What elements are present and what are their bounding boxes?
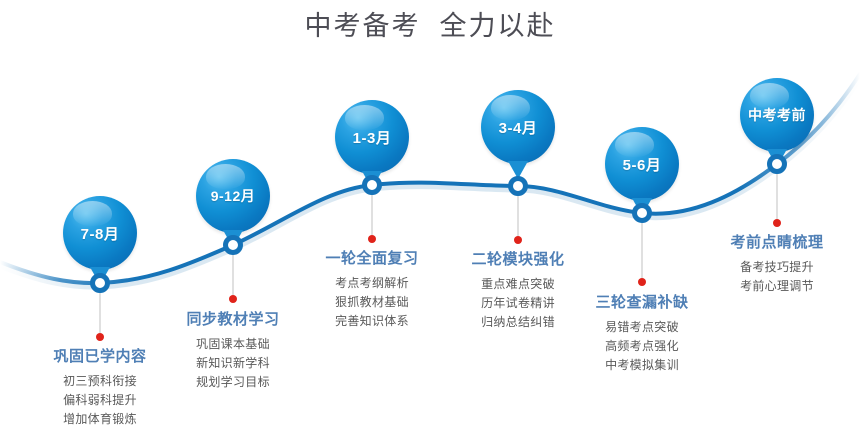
milestone-2-badge[interactable]: 9-12月 [196, 159, 270, 248]
milestone-5-item-3: 中考模拟集训 [605, 358, 679, 372]
milestone-6-stem [776, 171, 778, 221]
milestone-6-dot-icon [773, 219, 781, 227]
milestone-3-item-3: 完善知识体系 [335, 314, 409, 328]
milestone-2-item-2: 新知识新学科 [196, 356, 270, 370]
milestone-1-item-1: 初三预科衔接 [63, 374, 137, 388]
milestone-4-badge[interactable]: 3-4月 [481, 90, 555, 179]
milestone-3-stem [371, 192, 373, 237]
milestone-5-item-2: 高频考点强化 [605, 339, 679, 353]
milestone-6-caption: 考前点睛梳理 备考技巧提升 考前心理调节 [730, 231, 823, 296]
milestone-5-title: 三轮查漏补缺 [595, 294, 689, 311]
milestone-4-dot-icon [514, 236, 522, 244]
milestone-2-badge-label: 9-12月 [210, 188, 256, 204]
milestone-1-badge[interactable]: 7-8月 [63, 196, 137, 285]
milestone-3-node[interactable] [362, 175, 382, 195]
milestone-3-caption: 一轮全面复习 考点考纲解析 狠抓教材基础 完善知识体系 [325, 247, 418, 331]
milestone-5-caption: 三轮查漏补缺 易错考点突破 高频考点强化 中考模拟集训 [595, 291, 688, 375]
milestone-6-badge[interactable]: 中考考前 [740, 78, 814, 167]
milestone-4-item-3: 归纳总结纠错 [481, 315, 555, 329]
milestone-3-badge-label: 1-3月 [352, 129, 392, 147]
milestone-4-title: 二轮模块强化 [471, 251, 565, 268]
milestone-4-item-2: 历年试卷精讲 [481, 296, 555, 310]
milestone-1-caption: 巩固已学内容 初三预科衔接 偏科弱科提升 增加体育锻炼 [53, 345, 146, 426]
milestone-5-stem [641, 220, 643, 280]
milestone-6-title: 考前点睛梳理 [730, 234, 824, 251]
milestone-4-caption: 二轮模块强化 重点难点突破 历年试卷精讲 归纳总结纠错 [471, 248, 564, 332]
milestone-1-item-2: 偏科弱科提升 [63, 393, 137, 407]
milestone-6-item-1: 备考技巧提升 [740, 260, 814, 274]
milestone-2-item-1: 巩固课本基础 [196, 337, 270, 351]
milestone-3-dot-icon [368, 235, 376, 243]
milestone-6-item-2: 考前心理调节 [740, 279, 814, 293]
milestone-1-title: 巩固已学内容 [53, 348, 147, 365]
milestone-1-node[interactable] [90, 273, 110, 293]
milestone-3-item-2: 狠抓教材基础 [335, 295, 409, 309]
milestone-2-caption: 同步教材学习 巩固课本基础 新知识新学科 规划学习目标 [186, 308, 279, 392]
milestone-2-title: 同步教材学习 [186, 311, 280, 328]
milestone-2-item-3: 规划学习目标 [196, 375, 270, 389]
milestone-5-item-1: 易错考点突破 [605, 320, 679, 334]
milestone-1-stem [99, 290, 101, 335]
milestone-2-node[interactable] [223, 235, 243, 255]
milestone-3-badge[interactable]: 1-3月 [335, 100, 409, 189]
milestone-1-badge-label: 7-8月 [80, 225, 120, 243]
milestone-4-badge-label: 3-4月 [498, 119, 538, 137]
page-title: 中考备考 全力以赴 [304, 11, 556, 41]
milestone-2-stem [232, 252, 234, 297]
milestone-3-item-1: 考点考纲解析 [335, 276, 409, 290]
milestone-2-dot-icon [229, 295, 237, 303]
milestone-4-node[interactable] [508, 176, 528, 196]
milestone-5-dot-icon [638, 278, 646, 286]
milestone-4-stem [517, 193, 519, 238]
milestone-5-badge[interactable]: 5-6月 [605, 127, 679, 216]
milestone-5-node[interactable] [632, 203, 652, 223]
milestone-6-node[interactable] [767, 154, 787, 174]
milestone-6-badge-label: 中考考前 [748, 107, 806, 123]
milestone-1-item-3: 增加体育锻炼 [63, 412, 137, 426]
milestone-5-badge-label: 5-6月 [622, 156, 662, 174]
milestone-4-item-1: 重点难点突破 [481, 277, 555, 291]
milestone-3-title: 一轮全面复习 [325, 250, 419, 267]
milestone-1-dot-icon [96, 333, 104, 341]
